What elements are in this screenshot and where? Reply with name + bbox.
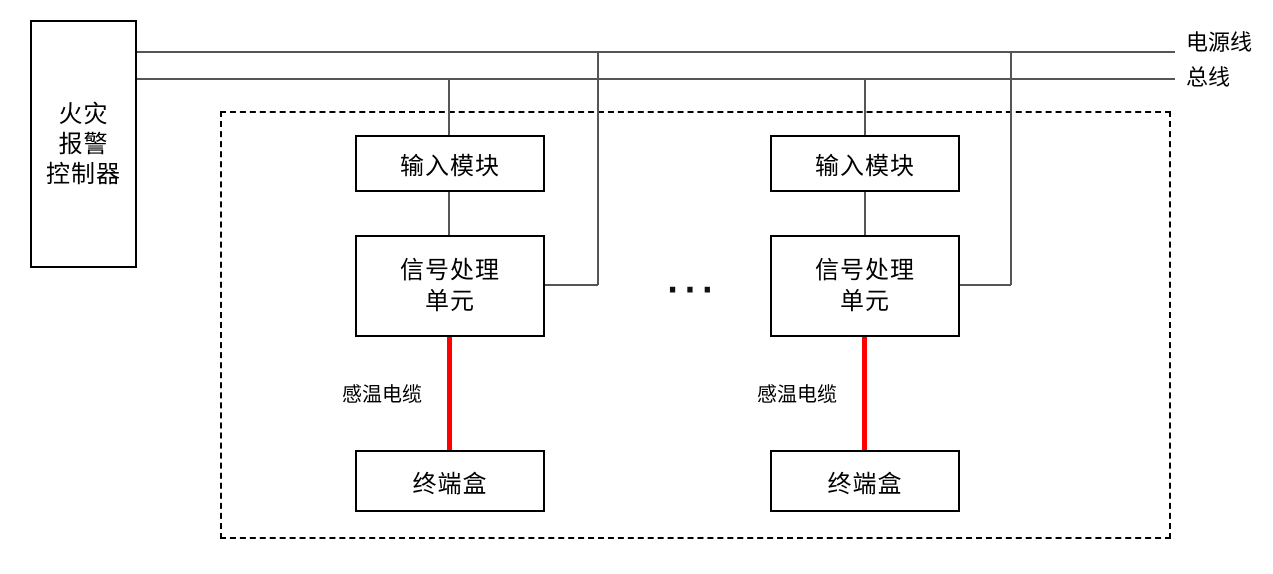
bus-to-input-connector-right xyxy=(864,79,866,135)
heat-sensing-cable-left xyxy=(447,337,452,450)
signal-power-stub-left xyxy=(545,284,598,286)
bus-line xyxy=(137,78,1175,80)
input-module-box-left: 输入模块 xyxy=(355,135,545,192)
input-module-box-right: 输入模块 xyxy=(770,135,960,192)
terminal-box-right: 终端盒 xyxy=(770,450,960,512)
fire-alarm-controller-box: 火灾 报警 控制器 xyxy=(30,20,137,268)
heat-sensing-cable-right xyxy=(862,337,867,450)
power-to-signal-connector-left xyxy=(597,52,599,285)
heat-sensing-cable-label-left: 感温电缆 xyxy=(342,382,422,406)
power-line-label: 电源线 xyxy=(1186,31,1253,56)
signal-processing-unit-box-right: 信号处理 单元 xyxy=(770,235,960,337)
terminal-box-left: 终端盒 xyxy=(355,450,545,512)
bus-line-label: 总线 xyxy=(1186,66,1231,91)
input-to-signal-connector-left xyxy=(448,192,450,235)
detection-zone-dashed-border xyxy=(220,111,1171,539)
ellipsis-more-units: ··· xyxy=(666,273,720,308)
signal-power-stub-right xyxy=(960,284,1011,286)
power-line xyxy=(137,51,1175,53)
bus-to-input-connector-left xyxy=(448,79,450,135)
heat-sensing-cable-label-right: 感温电缆 xyxy=(757,382,837,406)
input-to-signal-connector-right xyxy=(864,192,866,235)
power-to-signal-connector-right xyxy=(1010,52,1012,285)
signal-processing-unit-box-left: 信号处理 单元 xyxy=(355,235,545,337)
